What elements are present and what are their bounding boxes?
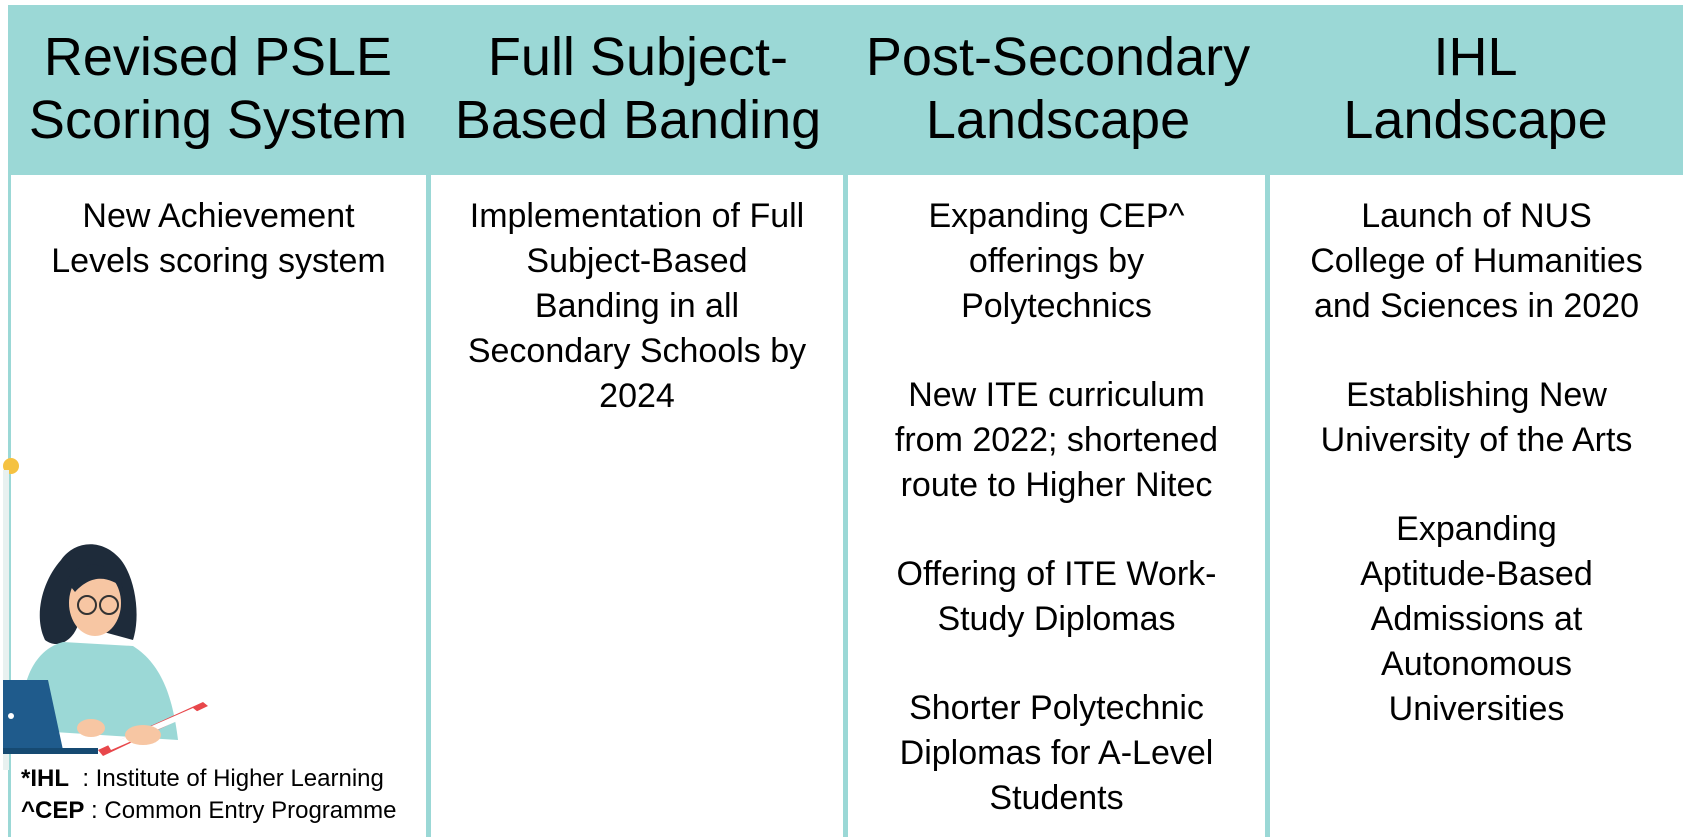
post-secondary-item: Offering of ITE Work- Study Diplomas: [896, 555, 1217, 638]
header-sbb: Full Subject- Based Banding: [454, 27, 822, 150]
post-secondary-item: Expanding CEP^ offerings by Polytechnics: [928, 197, 1185, 325]
footnote-ihl: *IHL : Institute of Higher Learning: [21, 765, 384, 792]
column-sbb: Implementation of Full Subject-Based Ban…: [431, 175, 843, 837]
education-changes-table: Revised PSLE Scoring System Full Subject…: [3, 5, 1683, 837]
laptop-icon: [3, 680, 63, 750]
footnotes: *IHL : Institute of Higher Learning ^CEP…: [21, 763, 396, 827]
footnote-cep: ^CEP : Common Entry Programme: [21, 797, 397, 824]
column-post-secondary: Expanding CEP^ offerings by Polytechnics…: [848, 175, 1265, 837]
post-secondary-item: Shorter Polytechnic Diplomas for A-Level…: [899, 689, 1214, 817]
column-psle: New Achievement Levels scoring system *I…: [3, 175, 426, 837]
ihl-item: Establishing New University of the Arts: [1320, 376, 1633, 459]
header-ihl: IHL Landscape: [1343, 27, 1608, 150]
ihl-item: Launch of NUS College of Humanities and …: [1310, 197, 1643, 325]
psle-item: New Achievement Levels scoring system: [51, 197, 386, 280]
post-secondary-item: New ITE curriculum from 2022; shortened …: [894, 376, 1219, 504]
teacher-reading-illustration: [3, 458, 208, 770]
column-ihl: Launch of NUS College of Humanities and …: [1270, 175, 1683, 837]
sbb-item: Implementation of Full Subject-Based Ban…: [467, 197, 807, 415]
header-post-secondary: Post-Secondary Landscape: [865, 27, 1251, 150]
header-psle: Revised PSLE Scoring System: [28, 27, 408, 150]
ihl-item: Expanding Aptitude-Based Admissions at A…: [1360, 510, 1593, 728]
